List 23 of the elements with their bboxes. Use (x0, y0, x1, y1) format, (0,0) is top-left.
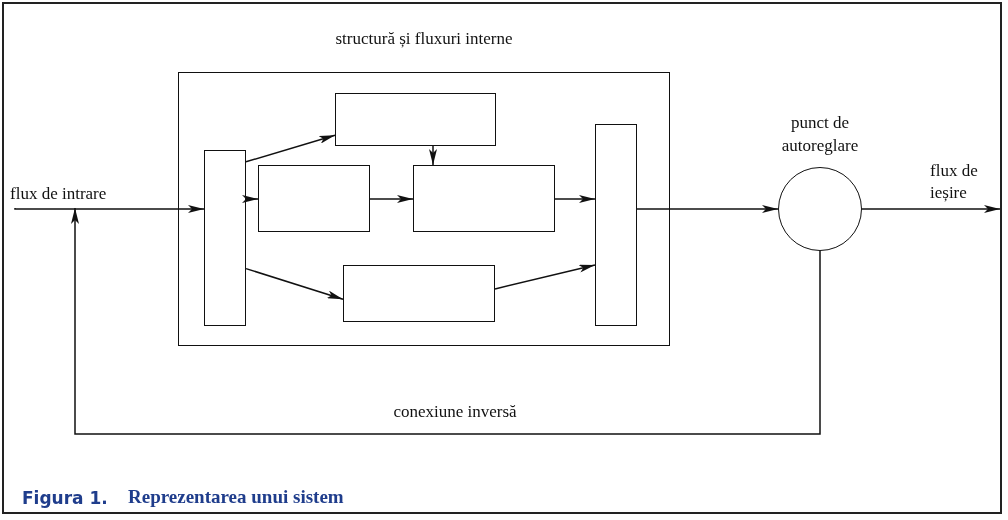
arrow (861, 205, 1001, 213)
arrow (242, 195, 259, 203)
arrow (71, 207, 821, 435)
process-box (412, 164, 555, 232)
flow-label: flux de intrare (10, 183, 140, 208)
arrow (429, 145, 437, 166)
arrow (245, 134, 336, 163)
node-heading: structură și fluxuri interne (334, 28, 514, 51)
arrow (636, 205, 779, 213)
figure-caption: Reprezentarea unui sistem (128, 486, 344, 508)
process-box (334, 92, 496, 146)
process-box (257, 164, 370, 232)
arrow (554, 195, 596, 203)
arrow (369, 195, 414, 203)
arrow (245, 267, 344, 300)
node-heading: punct de autoreglare (780, 112, 860, 158)
process-box (342, 264, 495, 322)
process-box (594, 123, 637, 326)
arrow (494, 264, 596, 290)
process-box (203, 149, 246, 326)
figure-number: Figura 1. (22, 488, 108, 508)
arrow (14, 205, 205, 213)
flow-label: flux de ieșire (930, 160, 979, 205)
